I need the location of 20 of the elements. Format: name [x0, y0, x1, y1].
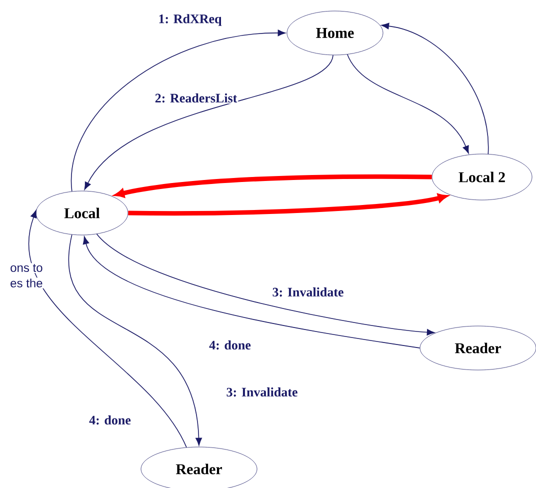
arrow: [346, 54, 469, 154]
ellipse-node: Local 2: [432, 154, 532, 200]
arrow: [82, 236, 420, 348]
edge-label: 3: Invalidate: [271, 286, 345, 298]
arrow: [28, 210, 187, 448]
edge-label: 4: done: [208, 339, 252, 351]
note-text: ons to: [9, 263, 44, 273]
edge-label: 1: RdXReq: [157, 13, 223, 27]
ellipse-node: Home: [286, 10, 384, 56]
arrow: [71, 30, 286, 192]
arrow: [96, 234, 435, 336]
edge-label: 4: done: [88, 414, 132, 426]
arrow: [84, 54, 334, 190]
arrow: [68, 234, 202, 446]
edge-label: 3: Invalidate: [225, 386, 299, 398]
note-text: es the: [9, 278, 44, 288]
edge-label: 2: ReadersList: [154, 92, 238, 104]
ellipse-node: Local: [36, 190, 128, 236]
arrow: [114, 174, 432, 198]
arrow: [381, 22, 489, 154]
